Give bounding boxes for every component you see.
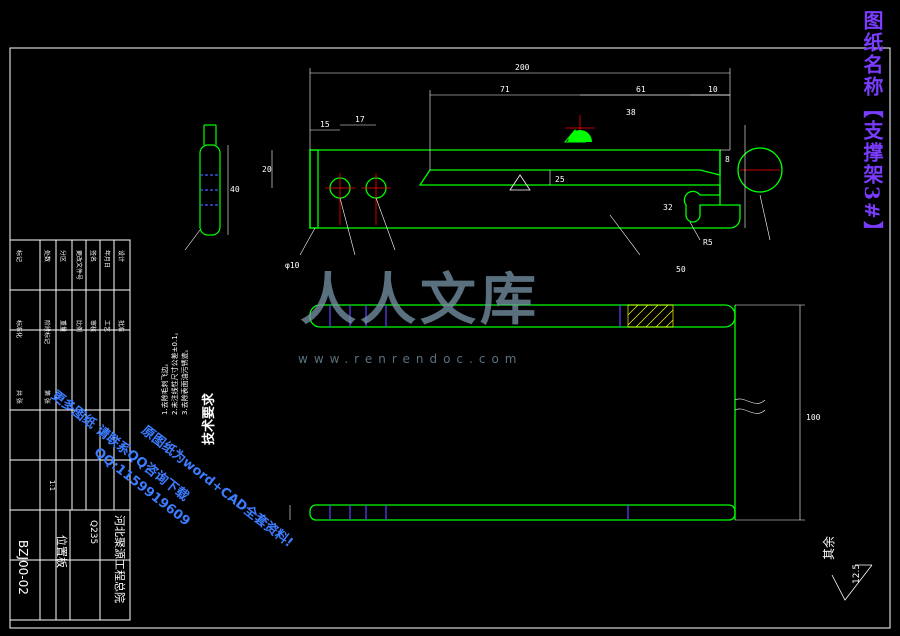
dim-71: 71 (500, 85, 510, 94)
dim-38: 38 (626, 108, 636, 117)
dim-overall-length: 200 (515, 63, 530, 72)
tech-requirements-heading: 技术要求 (202, 392, 217, 445)
dim-50: 50 (676, 265, 686, 274)
dim-17: 17 (355, 115, 365, 124)
dim-radius: R5 (703, 238, 713, 247)
front-view (289, 304, 805, 521)
hidden-lines (329, 305, 629, 520)
dim-8: 8 (725, 155, 730, 164)
title-block-label: 设计 (117, 250, 124, 263)
scale-value: 1:1 (48, 480, 56, 492)
title-block-label: 年月日 (103, 250, 110, 269)
title-block-label: 工艺 (103, 320, 110, 333)
roughness-label: 其余 (822, 535, 836, 560)
title-block (9, 239, 131, 621)
dim-32: 32 (663, 203, 673, 212)
company-name: 河北聚源工程总院 (113, 515, 126, 603)
title-block-label: 更改文件号 (75, 250, 82, 281)
dim-40: 40 (230, 185, 240, 194)
dim-100: 100 (806, 413, 821, 422)
dim-phi: φ10 (285, 261, 300, 270)
drawing-title: 图纸名称【支撑架3#】 (860, 10, 884, 243)
title-block-label: 分区 (59, 250, 66, 263)
title-block-label: 处数 (43, 250, 50, 263)
drawing-border (9, 47, 891, 629)
title-block-label: 重量 (59, 320, 66, 333)
part-name: 位置板 (55, 535, 68, 568)
title-block-label: 批准 (117, 320, 124, 333)
dim-15: 15 (320, 120, 330, 129)
dimension-lines (271, 68, 771, 256)
dim-20: 20 (262, 165, 272, 174)
title-block-label: 比例 (75, 320, 82, 333)
dim-61: 61 (636, 85, 646, 94)
tech-requirement-line-1: 1.去除毛刺飞边。 (161, 359, 169, 415)
tech-requirement-line-2: 2.未注线性尺寸公差±0.1。 (171, 328, 179, 415)
tech-requirement-line-3: 3.去除表面油污锈迹。 (181, 345, 189, 415)
hatch-section (627, 304, 674, 328)
title-block-label: 共 张 (15, 390, 22, 404)
roughness-value: 12.5 (852, 563, 862, 584)
section-mark (509, 129, 592, 191)
title-block-label: 签名 (89, 250, 96, 263)
title-block-label: 标记 (15, 250, 22, 263)
dim-10: 10 (708, 85, 718, 94)
dim-25: 25 (555, 175, 565, 184)
watermark-url: www.renrendoc.com (298, 352, 523, 366)
title-block-label: 标准化 (15, 320, 22, 339)
side-view (184, 124, 229, 251)
drawing-number: BZJ00-02 (16, 540, 30, 595)
material-text: Q235 (88, 520, 98, 545)
watermark-brand: 人人文库 (300, 268, 540, 333)
roughness-symbol (831, 564, 873, 601)
title-block-label: 阶段标记 (43, 320, 50, 345)
title-block-label: 审核 (89, 320, 96, 333)
